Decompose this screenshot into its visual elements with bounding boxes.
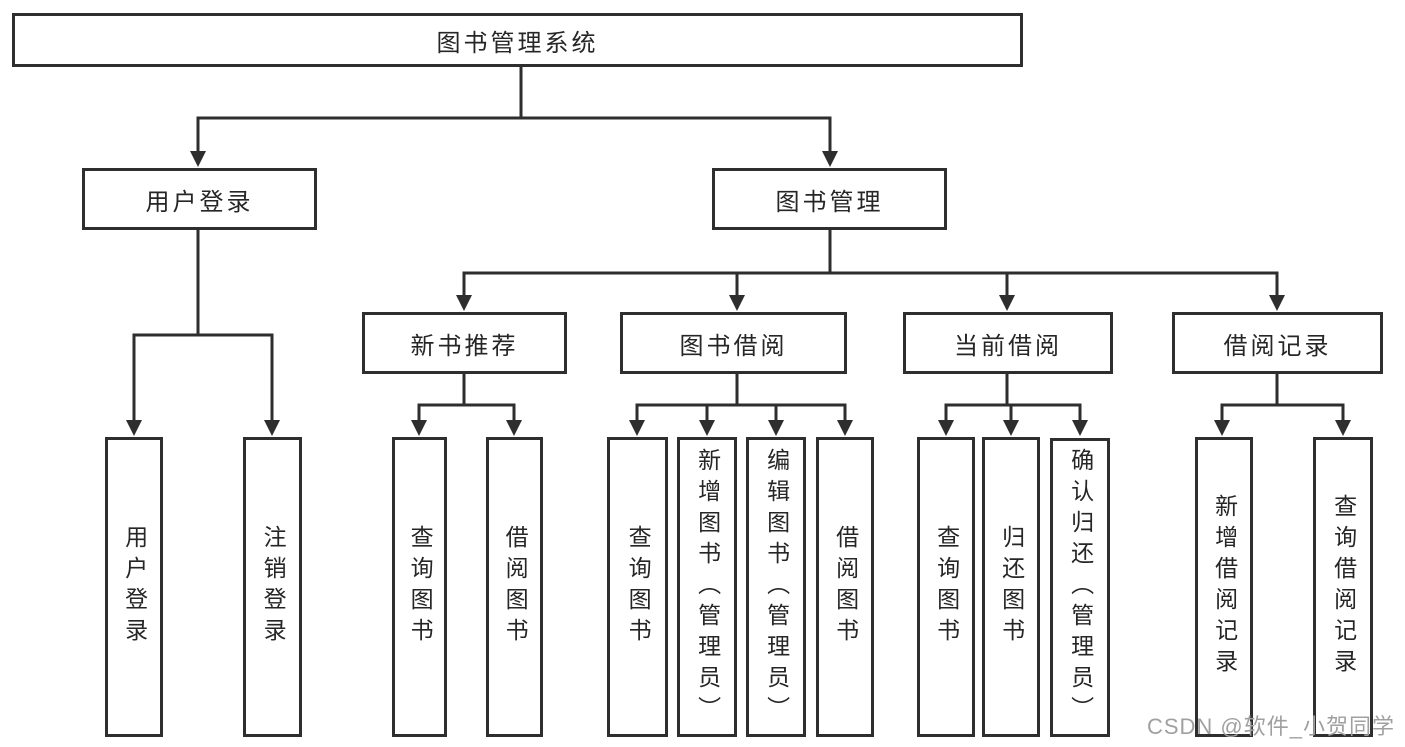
leaf-label: 用户登录 (121, 525, 148, 649)
leaf-logout: 注销登录 (243, 437, 302, 737)
arrow-down-icon (629, 420, 645, 436)
leaf-query-books-1: 查询图书 (392, 437, 447, 737)
arrow-down-icon (126, 420, 142, 436)
leaf-user-login: 用户登录 (105, 437, 163, 737)
csdn-watermark: CSDN @软件_小贺同学 (1146, 714, 1395, 739)
leaf-query-books-2: 查询图书 (607, 437, 668, 737)
node-user-login: 用户登录 (82, 168, 317, 230)
leaf-label: 借阅图书 (832, 525, 859, 649)
leaf-return-books: 归还图书 (982, 437, 1040, 737)
leaf-label: 查询图书 (407, 525, 434, 649)
node-root: 图书管理系统 (12, 13, 1023, 67)
arrowheads (126, 151, 1351, 436)
leaf-add-borrow-record: 新增借阅记录 (1195, 437, 1253, 737)
arrow-down-icon (1214, 420, 1230, 436)
leaf-label: 新增借阅记录 (1211, 494, 1238, 680)
leaf-query-borrow-record: 查询借阅记录 (1313, 437, 1373, 737)
leaf-label: 编辑图书（管理员） (763, 447, 790, 727)
node-borrowing-records: 借阅记录 (1172, 312, 1383, 374)
node-book-borrowing: 图书借阅 (620, 312, 847, 374)
leaf-query-books-3: 查询图书 (917, 437, 975, 737)
arrow-down-icon (411, 420, 427, 436)
leaf-borrow-books-2: 借阅图书 (816, 437, 874, 737)
leaf-label: 归还图书 (998, 525, 1025, 649)
arrow-down-icon (938, 420, 954, 436)
node-book-management: 图书管理 (712, 168, 947, 230)
arrow-down-icon (729, 295, 745, 311)
arrow-down-icon (999, 295, 1015, 311)
arrow-down-icon (190, 151, 206, 167)
arrow-down-icon (1003, 420, 1019, 436)
leaf-confirm-return-admin: 确认归还（管理员） (1050, 438, 1110, 737)
arrow-down-icon (264, 420, 280, 436)
arrow-down-icon (456, 295, 472, 311)
leaf-edit-books-admin: 编辑图书（管理员） (746, 437, 806, 737)
leaf-label: 查询图书 (933, 525, 960, 649)
arrow-down-icon (1335, 420, 1351, 436)
connector-lines (132, 67, 1345, 422)
leaf-label: 查询借阅记录 (1330, 494, 1357, 680)
node-new-book-recommend: 新书推荐 (362, 312, 567, 374)
arrow-down-icon (768, 420, 784, 436)
leaf-label: 借阅图书 (502, 525, 529, 649)
leaf-label: 确认归还（管理员） (1067, 448, 1094, 727)
arrow-down-icon (699, 420, 715, 436)
leaf-borrow-books-1: 借阅图书 (486, 437, 543, 737)
arrow-down-icon (1072, 420, 1088, 436)
arrow-down-icon (506, 420, 522, 436)
leaf-label: 查询图书 (625, 525, 652, 649)
arrow-down-icon (822, 151, 838, 167)
leaf-label: 注销登录 (260, 525, 287, 649)
leaf-label: 新增图书（管理员） (694, 447, 721, 727)
node-current-borrowing: 当前借阅 (903, 312, 1113, 374)
arrow-down-icon (837, 420, 853, 436)
leaf-add-books-admin: 新增图书（管理员） (677, 437, 737, 737)
arrow-down-icon (1269, 295, 1285, 311)
